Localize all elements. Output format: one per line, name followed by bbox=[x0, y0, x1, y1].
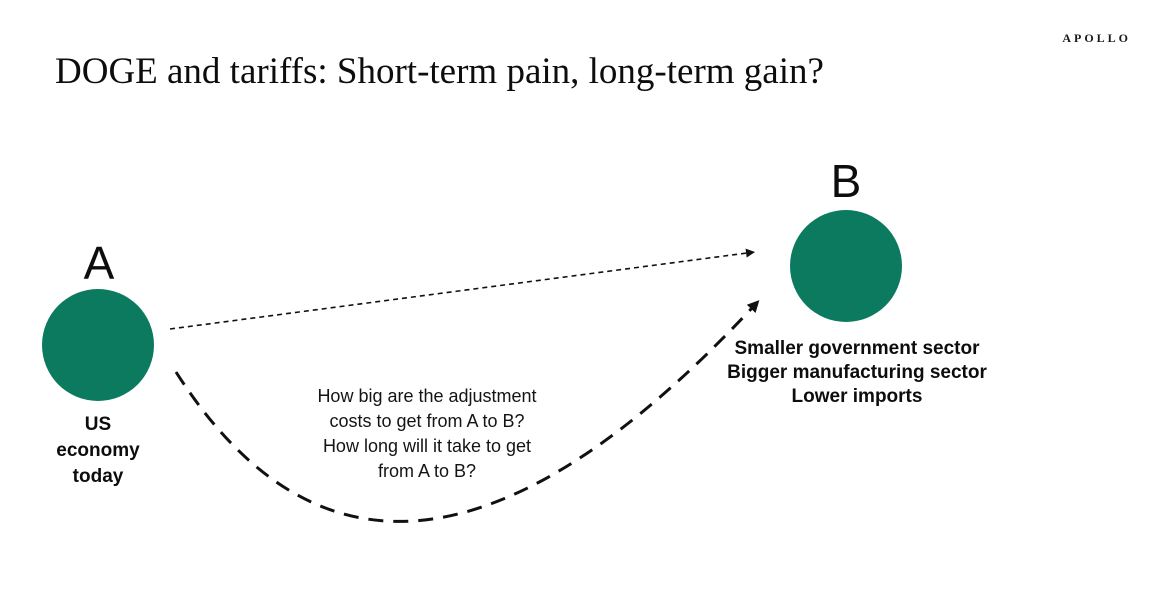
page-title: DOGE and tariffs: Short-term pain, long-… bbox=[55, 51, 824, 92]
question-line: from A to B? bbox=[377, 461, 477, 481]
node-b-caption: Smaller government sector Bigger manufac… bbox=[727, 337, 987, 409]
question-line: How long will it take to get bbox=[322, 436, 532, 456]
node-b-caption-line: Bigger manufacturing sector bbox=[727, 362, 987, 383]
node-a-label: A bbox=[83, 237, 115, 289]
node-b-caption-line: Lower imports bbox=[791, 386, 923, 407]
node-a-caption-line: US bbox=[84, 414, 112, 435]
apollo-logo: APOLLO bbox=[1062, 31, 1131, 45]
question-line: costs to get from A to B? bbox=[329, 411, 525, 431]
node-a-circle bbox=[42, 289, 154, 401]
node-a-caption: US economy today bbox=[56, 412, 139, 490]
adjustment-curve-arrow bbox=[174, 300, 760, 523]
node-b-circle bbox=[790, 210, 902, 322]
node-b-label: B bbox=[830, 155, 862, 207]
node-b-caption-line: Smaller government sector bbox=[734, 338, 980, 359]
adjustment-question-text: How big are the adjustment costs to get … bbox=[317, 384, 536, 484]
question-line: How big are the adjustment bbox=[317, 386, 537, 406]
direct-path-arrow bbox=[169, 248, 756, 330]
node-a-caption-line: today bbox=[72, 466, 124, 487]
node-a-caption-line: economy bbox=[56, 440, 140, 461]
